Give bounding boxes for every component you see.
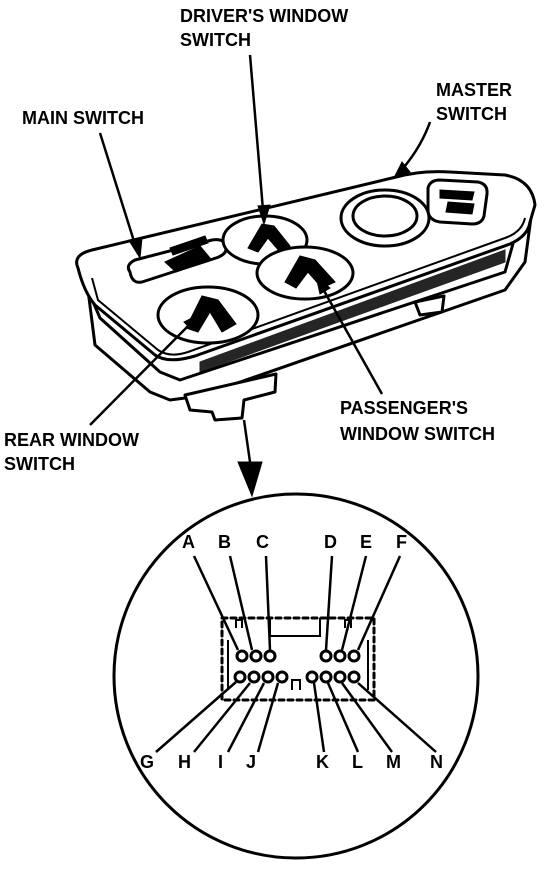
arrow-rear-window-switch bbox=[89, 317, 197, 426]
label-main-switch: MAIN SWITCH bbox=[22, 108, 144, 128]
pin-label-l: L bbox=[352, 752, 363, 772]
master-switch-lever bbox=[439, 189, 475, 201]
pin-label-m: M bbox=[386, 752, 401, 772]
label-drivers-window-switch-line1: DRIVER'S WINDOW bbox=[180, 6, 348, 26]
master-switch-lever-lower bbox=[445, 201, 475, 215]
pin-label-g: G bbox=[140, 752, 154, 772]
arrowhead-passengers-window-switch bbox=[315, 274, 331, 295]
terminal-a bbox=[235, 649, 249, 663]
leader-pin-b bbox=[228, 555, 254, 651]
detail-circle bbox=[112, 492, 480, 860]
leader-pin-n bbox=[357, 682, 437, 753]
pin-label-c: C bbox=[256, 532, 269, 552]
terminal-k bbox=[305, 670, 319, 684]
callout-labels: DRIVER'S WINDOW SWITCH MAIN SWITCH MASTE… bbox=[4, 6, 512, 474]
terminal-m bbox=[333, 670, 347, 684]
connector-latch-right bbox=[344, 619, 352, 628]
round-knob bbox=[351, 194, 419, 238]
pin-label-f: F bbox=[396, 532, 407, 552]
arrow-main-switch bbox=[98, 132, 140, 255]
connector-leader bbox=[237, 419, 263, 498]
leader-wedge bbox=[237, 461, 263, 498]
arrow-passengers-window-switch bbox=[316, 279, 384, 395]
pin-label-j: J bbox=[246, 752, 256, 772]
housing-mount-front bbox=[183, 372, 278, 422]
terminal-f bbox=[347, 649, 361, 663]
terminal-d bbox=[319, 649, 333, 663]
leader-pin-e bbox=[340, 555, 368, 651]
leader-pin-l bbox=[326, 682, 360, 753]
arrowhead-master-switch bbox=[392, 161, 411, 179]
terminal-l bbox=[319, 670, 333, 684]
label-master-switch-line1: MASTER bbox=[436, 80, 512, 100]
terminal-e bbox=[333, 649, 347, 663]
terminal-h bbox=[247, 670, 261, 684]
switch-assembly bbox=[75, 170, 537, 422]
housing-shadow bbox=[199, 249, 506, 373]
connector-detail: A B C D E F G H I J K L M N bbox=[112, 492, 480, 860]
pin-label-e: E bbox=[360, 532, 372, 552]
leader-line bbox=[242, 419, 252, 463]
label-master-switch-line2: SWITCH bbox=[436, 104, 507, 124]
terminal-i bbox=[261, 670, 275, 684]
arrowhead-drivers-window-switch bbox=[257, 204, 271, 226]
pin-label-h: H bbox=[178, 752, 191, 772]
leader-pin-g bbox=[155, 681, 237, 753]
leader-pin-c bbox=[264, 555, 272, 651]
terminal-n bbox=[347, 670, 361, 684]
label-drivers-window-switch-line2: SWITCH bbox=[180, 30, 251, 50]
passengers-switch-rocker bbox=[284, 255, 336, 289]
main-switch-knob bbox=[164, 245, 211, 273]
leader-pin-j bbox=[256, 682, 280, 753]
connector-center-rib bbox=[291, 679, 301, 690]
leader-pin-a bbox=[192, 555, 240, 651]
main-switch-knob-shadow bbox=[169, 235, 209, 256]
rear-switch-rocker bbox=[185, 295, 237, 333]
terminal-b bbox=[249, 649, 263, 663]
master-switch-housing bbox=[426, 178, 489, 226]
pin-label-a: A bbox=[182, 532, 195, 552]
connector-latch-left bbox=[235, 619, 243, 628]
arrowhead-main-switch bbox=[129, 237, 143, 260]
label-rear-window-switch-line2: SWITCH bbox=[4, 454, 75, 474]
leader-pin-f bbox=[356, 555, 402, 651]
pin-label-n: N bbox=[430, 752, 443, 772]
leader-pin-i bbox=[226, 682, 266, 753]
terminal-j bbox=[275, 670, 289, 684]
leader-pin-k bbox=[312, 682, 326, 753]
pin-label-k: K bbox=[316, 752, 329, 772]
terminal-g bbox=[233, 670, 247, 684]
label-passengers-window-switch-line2: WINDOW SWITCH bbox=[340, 424, 495, 444]
leader-pin-d bbox=[324, 555, 334, 651]
housing-mount-right bbox=[413, 294, 446, 317]
arrowhead-rear-window-switch bbox=[183, 312, 202, 331]
pin-label-b: B bbox=[218, 532, 231, 552]
label-passengers-window-switch-line1: PASSENGER'S bbox=[340, 398, 468, 418]
terminal-c bbox=[263, 649, 277, 663]
leader-pin-h bbox=[193, 682, 251, 753]
pin-label-i: I bbox=[218, 752, 223, 772]
arrow-drivers-window-switch bbox=[248, 54, 266, 223]
leader-pin-m bbox=[340, 682, 394, 753]
connector-housing bbox=[220, 616, 376, 702]
label-rear-window-switch-line1: REAR WINDOW bbox=[4, 430, 139, 450]
top-plate-bevel bbox=[91, 217, 526, 356]
pin-label-d: D bbox=[324, 532, 337, 552]
